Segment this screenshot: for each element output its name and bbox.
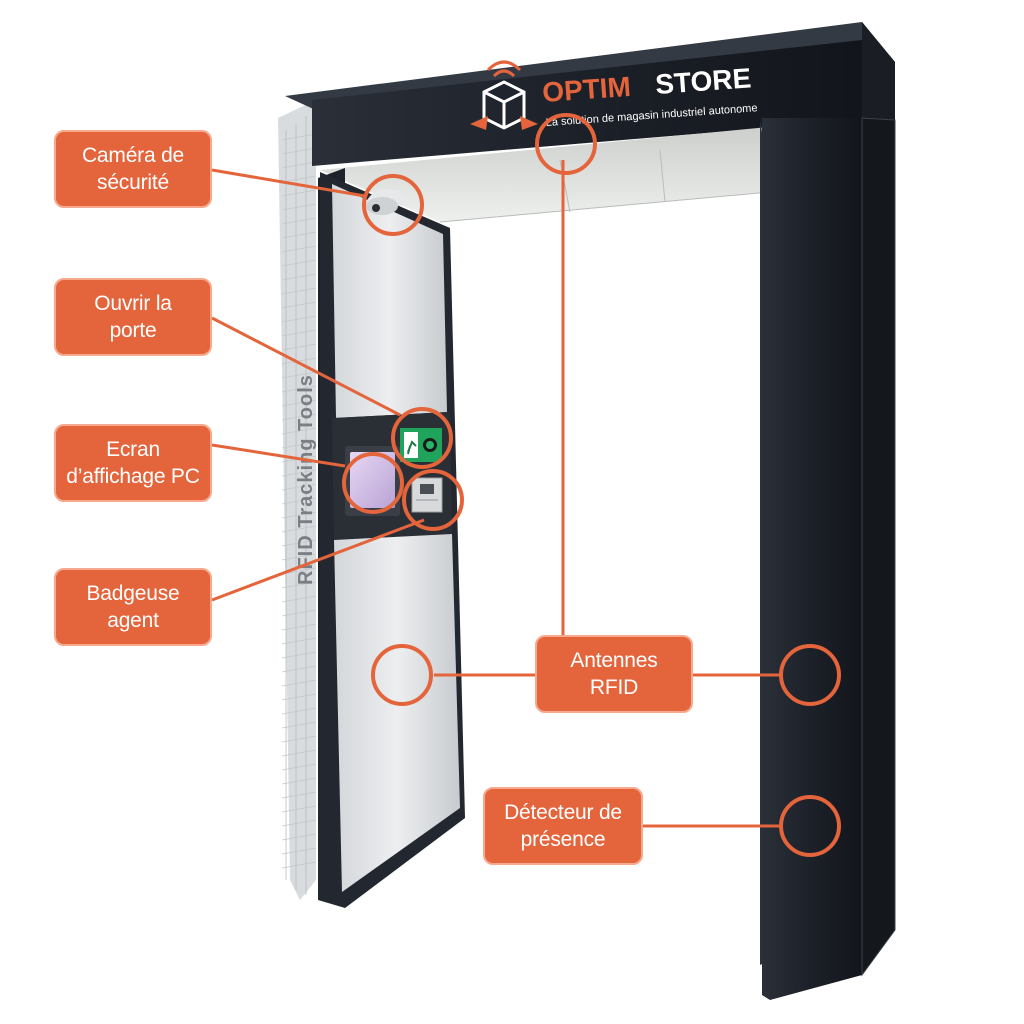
wifi-box-logo-icon <box>470 60 538 130</box>
mesh-line <box>281 833 317 841</box>
mesh-line <box>281 735 317 743</box>
camera-highlight <box>362 174 424 236</box>
mesh-line <box>281 441 317 449</box>
mesh-line <box>281 511 317 519</box>
antenna-highlight-left <box>371 644 433 706</box>
mesh-line <box>281 497 317 505</box>
mesh-line <box>281 805 317 813</box>
mesh-line <box>281 357 317 365</box>
badge-reader-highlight <box>402 469 464 531</box>
highlight-circles <box>342 113 841 857</box>
mesh-line <box>281 273 317 281</box>
mesh-line <box>281 553 317 561</box>
brand-name-store: STORE <box>654 62 752 100</box>
mesh-line <box>281 133 317 141</box>
mesh-line <box>281 231 317 239</box>
mesh-line <box>281 413 317 421</box>
mesh-line <box>281 609 317 617</box>
mesh-line <box>281 665 317 673</box>
callout-text: d’affichage PC <box>66 465 200 488</box>
side-text-rfid: RFID Tracking Tools <box>295 374 317 585</box>
presence-detector-highlight <box>779 795 841 857</box>
brand-name-optim: OPTIM <box>541 71 632 108</box>
mesh-line <box>281 539 317 547</box>
callout-text: sécurité <box>97 171 169 194</box>
mesh-line <box>281 245 317 253</box>
callout-rfid-antennas: Antennes RFID <box>535 635 693 713</box>
mesh-line <box>281 791 317 799</box>
mesh-line <box>281 651 317 659</box>
mesh-line <box>281 371 317 379</box>
callout-text: présence <box>520 828 606 851</box>
mesh-line <box>281 161 317 169</box>
door-button-highlight <box>391 407 453 469</box>
mesh-line <box>281 693 317 701</box>
mesh-line <box>281 189 317 197</box>
top-beam-bevel <box>862 22 895 120</box>
mesh-line <box>281 861 317 869</box>
callout-text: Ecran <box>106 438 160 461</box>
callout-text: agent <box>107 609 159 632</box>
mesh-line <box>281 217 317 225</box>
connector-lines <box>211 160 780 828</box>
mesh-line <box>281 483 317 491</box>
mesh-line <box>281 329 317 337</box>
mesh-line <box>281 581 317 589</box>
mesh-line <box>281 749 317 757</box>
callout-open-door: Ouvrir la porte <box>54 278 212 356</box>
top-beam-front <box>312 40 862 166</box>
mesh-line <box>281 707 317 715</box>
rear-mesh-wall <box>278 100 317 900</box>
right-column-side <box>862 118 895 975</box>
mesh-line <box>281 721 317 729</box>
callout-badge-reader: Badgeuse agent <box>54 568 212 646</box>
screen-highlight <box>342 452 404 514</box>
callout-presence-detector: Détecteur de présence <box>483 787 643 865</box>
mesh-line <box>281 315 317 323</box>
mesh-line <box>281 525 317 533</box>
mesh-line <box>281 343 317 351</box>
callout-text: RFID <box>589 676 639 699</box>
callout-text: Caméra de <box>81 144 185 167</box>
mesh-line <box>281 623 317 631</box>
mesh-line <box>281 819 317 827</box>
lower-white-panel <box>334 534 460 892</box>
mesh-line <box>281 595 317 603</box>
mesh-line <box>281 203 317 211</box>
mesh-line <box>281 469 317 477</box>
antenna-highlight-top <box>535 113 597 175</box>
security-camera-icon <box>365 188 407 215</box>
mesh-line <box>281 147 317 155</box>
callout-text: Ouvrir la <box>94 292 172 315</box>
mesh-line <box>281 427 317 435</box>
pc-display-screen <box>350 452 395 508</box>
callout-text: Badgeuse <box>86 582 180 605</box>
mesh-line <box>281 385 317 393</box>
mesh-line <box>281 399 317 407</box>
exit-door-icon <box>400 428 442 462</box>
upper-white-panel <box>332 184 447 418</box>
mesh-line <box>281 287 317 295</box>
mesh-line <box>281 763 317 771</box>
badge-reader-icon <box>411 477 443 513</box>
mesh-line <box>281 301 317 309</box>
right-column-front <box>762 118 862 1000</box>
mesh-line <box>281 777 317 785</box>
portal-ceiling <box>320 118 862 222</box>
callout-pc-screen: Ecran d’affichage PC <box>54 424 212 502</box>
antenna-highlight-right <box>779 644 841 706</box>
mesh-line <box>281 637 317 645</box>
mesh-line <box>281 259 317 267</box>
callout-text: porte <box>109 319 157 342</box>
callout-text: Détecteur de <box>504 801 622 824</box>
callout-security-camera: Caméra de sécurité <box>54 130 212 208</box>
callout-text: Antennes <box>570 649 658 672</box>
mesh-line <box>281 847 317 855</box>
mesh-line <box>281 679 317 687</box>
mesh-line <box>281 175 317 183</box>
